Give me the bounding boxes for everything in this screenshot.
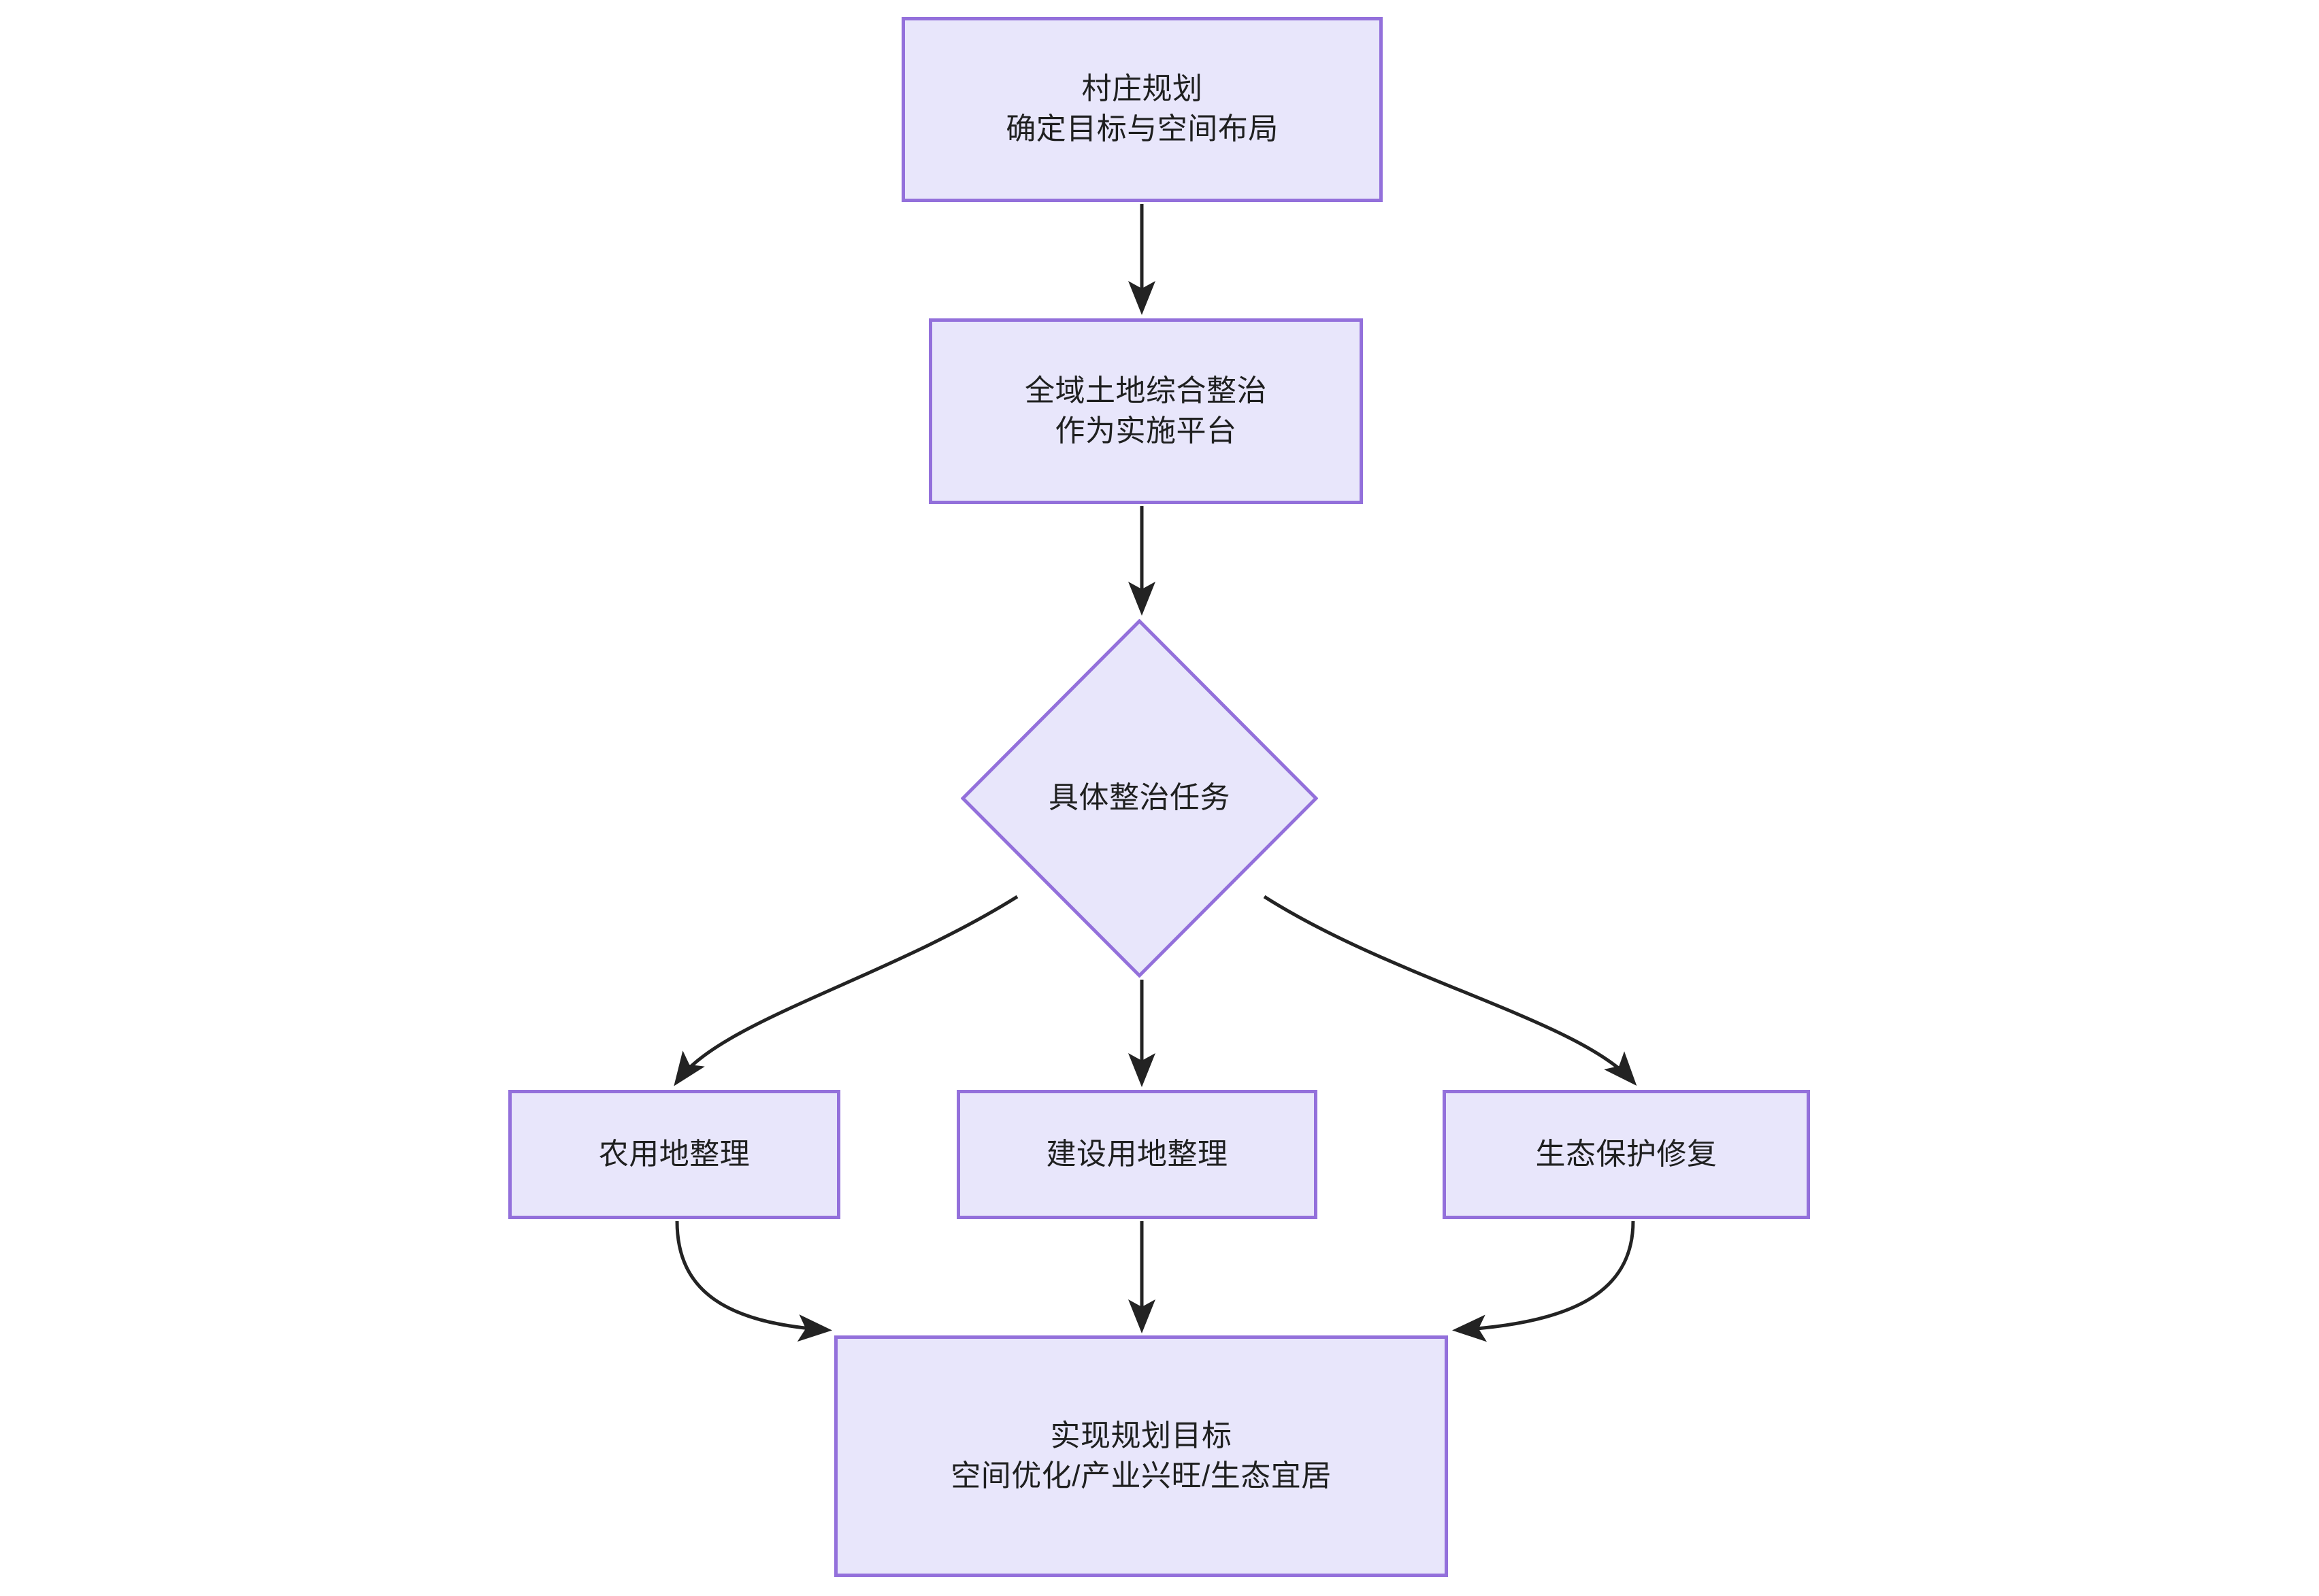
node-construction-land[interactable]: 建设用地整理 — [957, 1090, 1317, 1219]
node-construction-land-label: 建设用地整理 — [1046, 1137, 1228, 1171]
edge-farmland-to-goal — [675, 1220, 832, 1342]
node-platform[interactable]: 全域土地综合整治 作为实施平台 — [929, 318, 1363, 504]
node-village-plan[interactable]: 村庄规划 确定目标与空间布局 — [902, 17, 1383, 202]
node-tasks-decision[interactable]: 具体整治任务 — [961, 619, 1318, 978]
edge-tasks-to-ecology — [1263, 895, 1637, 1086]
node-goal-label: 实现规划目标 空间优化/产业兴旺/生态宜居 — [951, 1418, 1332, 1493]
node-farmland[interactable]: 农用地整理 — [508, 1090, 840, 1219]
edge-ecology-to-goal — [1452, 1220, 1635, 1342]
node-platform-label: 全域土地综合整治 作为实施平台 — [1025, 373, 1267, 448]
node-goal[interactable]: 实现规划目标 空间优化/产业兴旺/生态宜居 — [834, 1335, 1448, 1577]
node-farmland-label: 农用地整理 — [598, 1137, 751, 1171]
diamond-shape — [961, 619, 1318, 978]
node-ecology-restoration-label: 生态保护修复 — [1535, 1137, 1717, 1171]
node-village-plan-label: 村庄规划 确定目标与空间布局 — [1006, 72, 1279, 146]
node-tasks-label: 具体整治任务 — [1049, 781, 1230, 815]
node-ecology-restoration[interactable]: 生态保护修复 — [1443, 1090, 1810, 1219]
